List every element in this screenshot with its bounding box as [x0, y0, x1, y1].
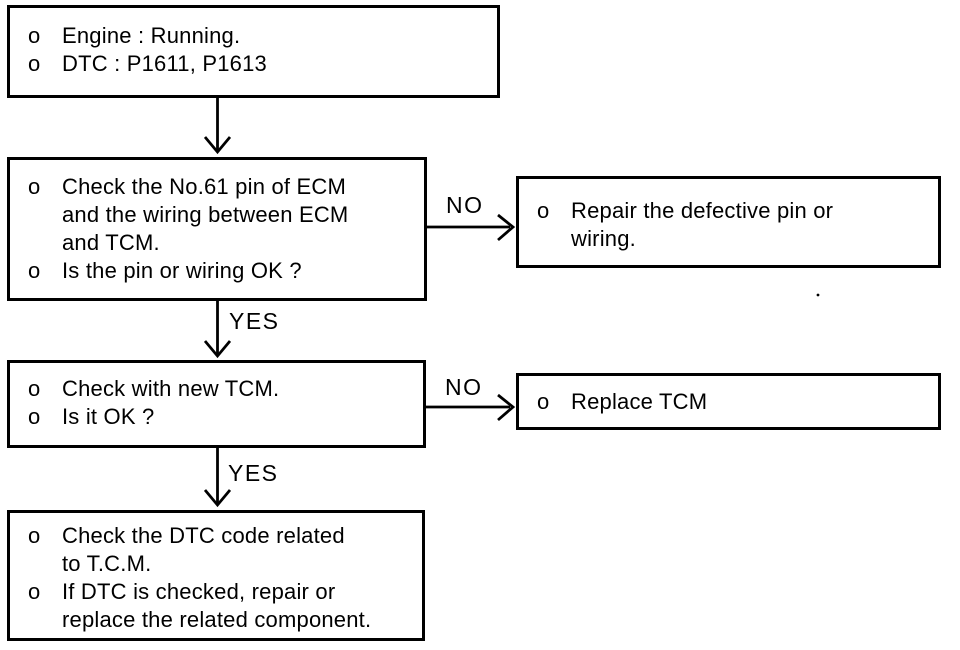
node-engine-dtc: o Engine : Running. o DTC : P1611, P1613	[7, 5, 500, 98]
node-text: Is the pin or wiring OK ?	[62, 258, 302, 283]
bullet-marker: o	[28, 174, 41, 199]
node-text: Check with new TCM.	[62, 376, 280, 401]
node-repair-pin-wiring: o Repair the defective pin or wiring.	[516, 176, 941, 268]
node-text: DTC : P1611, P1613	[62, 51, 267, 76]
bullet-marker: o	[537, 198, 550, 223]
list-item: o DTC : P1611, P1613	[28, 50, 489, 78]
node-text: Is it OK ?	[62, 404, 155, 429]
list-item: o Is the pin or wiring OK ?	[28, 257, 416, 285]
bullet-marker: o	[28, 404, 41, 429]
edge-no-2-arrowhead	[497, 393, 516, 422]
edge-down-1-arrowhead	[203, 136, 232, 155]
node-text: Replace TCM	[571, 389, 708, 414]
node-check-dtc-code: o Check the DTC code related to T.C.M. o…	[7, 510, 425, 641]
node-text: If DTC is checked, repair or replace the…	[62, 579, 372, 632]
bullet-marker: o	[537, 389, 550, 414]
node-text: Check the No.61 pin of ECM and the wirin…	[62, 174, 349, 255]
node-replace-tcm: o Replace TCM	[516, 373, 941, 430]
edge-label-no-2: NO	[445, 374, 483, 400]
list-item: o Replace TCM	[537, 388, 930, 416]
list-item: o Engine : Running.	[28, 22, 489, 50]
edge-label-yes-2: YES	[228, 460, 279, 486]
edge-yes-1-arrowhead	[203, 340, 232, 359]
list-item: o Check with new TCM.	[28, 375, 415, 403]
bullet-marker: o	[28, 51, 41, 76]
list-item: o Repair the defective pin or wiring.	[537, 197, 930, 253]
list-item: o Is it OK ?	[28, 403, 415, 431]
bullet-marker: o	[28, 23, 41, 48]
bullet-marker: o	[28, 258, 41, 283]
node-check-pin-wiring: o Check the No.61 pin of ECM and the wir…	[7, 157, 427, 301]
node-text: Check the DTC code related to T.C.M.	[62, 523, 345, 576]
edge-no-1-arrowhead	[497, 213, 516, 242]
scan-speck	[816, 293, 820, 297]
bullet-marker: o	[28, 579, 41, 604]
edge-yes-2-arrowhead	[203, 489, 232, 508]
node-text: Repair the defective pin or wiring.	[571, 198, 834, 251]
edge-label-yes-1: YES	[229, 308, 280, 334]
list-item: o Check the DTC code related to T.C.M.	[28, 522, 414, 578]
node-text: Engine : Running.	[62, 23, 241, 48]
bullet-marker: o	[28, 523, 41, 548]
node-check-new-tcm: o Check with new TCM. o Is it OK ?	[7, 360, 426, 448]
edge-label-no-1: NO	[446, 192, 484, 218]
list-item: o If DTC is checked, repair or replace t…	[28, 578, 414, 634]
list-item: o Check the No.61 pin of ECM and the wir…	[28, 173, 416, 257]
bullet-marker: o	[28, 376, 41, 401]
